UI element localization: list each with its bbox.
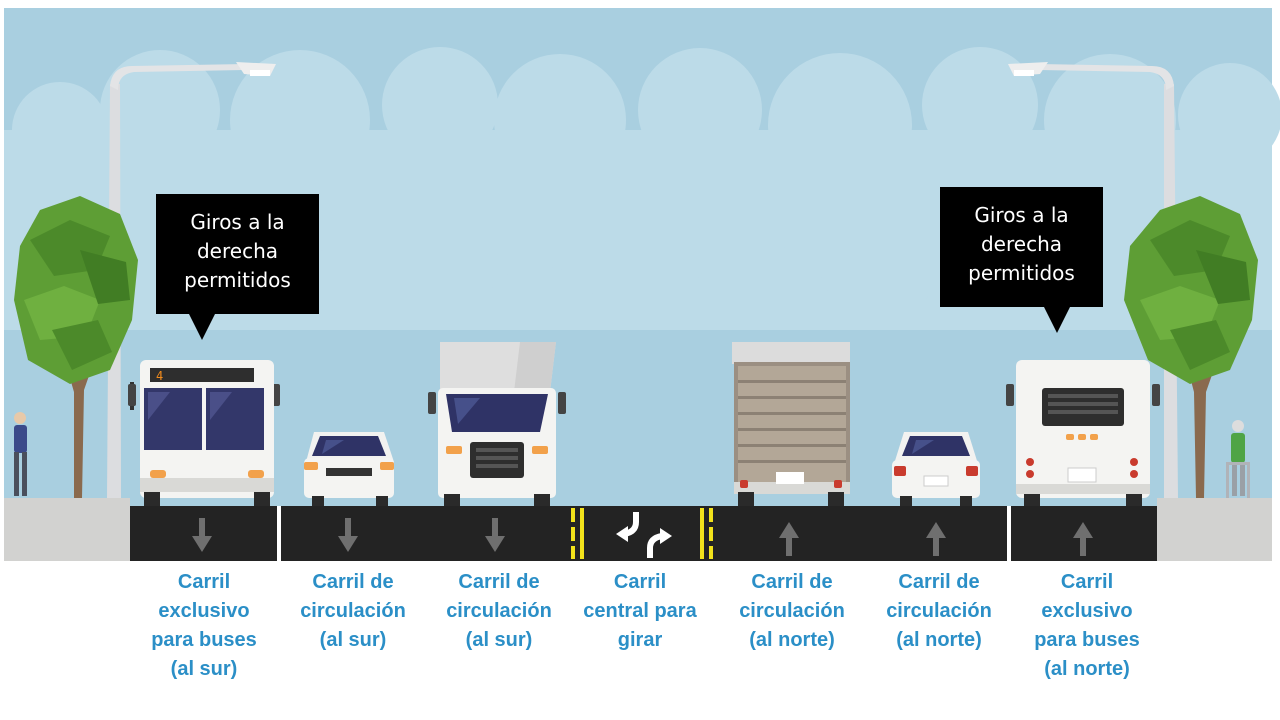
lane-label-line: (al norte) (896, 629, 982, 651)
turn-arrow-head-left (616, 526, 628, 542)
lane-label-center-turn: Carril central para girar (565, 568, 715, 655)
lane-label-line: Carril (177, 571, 231, 593)
road-surface (130, 506, 1157, 561)
truck-southbound-front (428, 342, 566, 506)
lane-label-line: Carril de (312, 571, 394, 593)
lane-label-line: Carril (613, 571, 667, 593)
lane-label-bus-north: Carril exclusivo para buses (al norte) (1012, 568, 1162, 684)
arrow-down-icon-bus-south (192, 518, 212, 552)
lane-label-line: Carril de (751, 571, 833, 593)
lane-label-line: circulación (739, 600, 845, 622)
lane-label-line: para buses (1034, 629, 1140, 651)
lane-separator-right (1007, 506, 1011, 561)
bus-southbound-front: 4 (128, 360, 280, 506)
lane-label-line: Carril de (898, 571, 980, 593)
lane-label-line: (al norte) (749, 629, 835, 651)
lane-label-line: (al sur) (319, 629, 387, 651)
callout-right-turns-right: Giros a la derecha permitidos (940, 187, 1103, 333)
callout-line: permitidos (184, 268, 291, 292)
lane-label-line: (al sur) (170, 658, 238, 680)
callout-line: permitidos (968, 261, 1075, 285)
turn-arrow-head-right (660, 528, 672, 544)
lane-label-line: exclusivo (1041, 600, 1133, 622)
callout-line: derecha (980, 232, 1062, 256)
car-southbound-front (304, 432, 394, 506)
lane-label-line: circulación (886, 600, 992, 622)
lane-label-travel-south-1: Carril de circulación (al sur) (278, 568, 428, 655)
center-lane-yellow-lines (571, 508, 713, 559)
lane-label-line: Carril (1060, 571, 1114, 593)
sidewalk-right (1157, 498, 1272, 561)
car-northbound-rear (892, 432, 980, 506)
callout-right-turns-left: Giros a la derecha permitidos (156, 194, 319, 340)
sidewalk-left (4, 498, 130, 561)
callout-line: derecha (196, 239, 278, 263)
lane-label-line: (al sur) (465, 629, 533, 651)
lane-label-line: (al norte) (1044, 658, 1130, 680)
lane-label-bus-south: Carril exclusivo para buses (al sur) (129, 568, 279, 684)
callout-line: Giros a la (190, 210, 285, 234)
lane-label-line: Carril de (458, 571, 540, 593)
tree-right (1124, 196, 1258, 498)
truck-northbound-rear (732, 342, 850, 506)
arrow-up-icon-travel-north-1 (779, 522, 799, 556)
arrow-up-icon-travel-north-2 (926, 522, 946, 556)
callout-line: Giros a la (974, 203, 1069, 227)
lane-label-line: central para (583, 600, 697, 622)
arrow-down-icon-travel-south-2 (485, 518, 505, 552)
lane-label-line: girar (617, 629, 663, 651)
tree-left (14, 196, 138, 498)
arrow-up-icon-bus-north (1073, 522, 1093, 556)
lane-label-travel-north-1: Carril de circulación (al norte) (717, 568, 867, 655)
lane-separator-left (277, 506, 281, 561)
lane-label-travel-north-2: Carril de circulación (al norte) (864, 568, 1014, 655)
lane-label-line: para buses (151, 629, 257, 651)
bus-route-sign: 4 (156, 369, 163, 383)
lane-label-line: circulación (446, 600, 552, 622)
lane-label-travel-south-2: Carril de circulación (al sur) (424, 568, 574, 655)
arrow-down-icon-travel-south-1 (338, 518, 358, 552)
pedestrian-left (14, 412, 27, 496)
pedestrian-right (1226, 420, 1250, 498)
lane-label-line: circulación (300, 600, 406, 622)
bus-northbound-rear (1006, 360, 1160, 506)
lane-label-line: exclusivo (158, 600, 250, 622)
